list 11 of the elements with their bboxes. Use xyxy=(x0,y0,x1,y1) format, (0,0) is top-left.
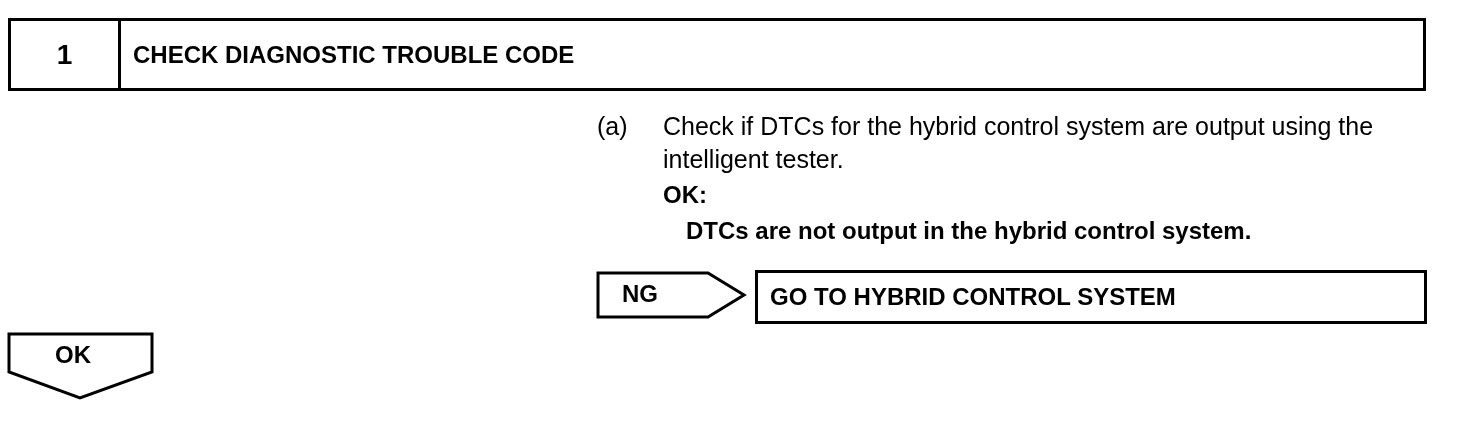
step-title: CHECK DIAGNOSTIC TROUBLE CODE xyxy=(133,39,575,70)
ok-label: OK xyxy=(55,340,91,370)
result-text: GO TO HYBRID CONTROL SYSTEM xyxy=(770,282,1176,312)
step-header-box xyxy=(8,18,1426,91)
result-box xyxy=(755,270,1427,324)
instruction-text: Check if DTCs for the hybrid control system are output using the intelligent tester. xyxy=(663,111,1375,175)
ok-condition: DTCs are not output in the hybrid control system. xyxy=(686,216,1252,246)
step-marker: (a) xyxy=(597,111,628,142)
step-number: 1 xyxy=(56,37,73,72)
ng-label: NG xyxy=(622,279,658,309)
ok-heading: OK: xyxy=(663,180,707,210)
